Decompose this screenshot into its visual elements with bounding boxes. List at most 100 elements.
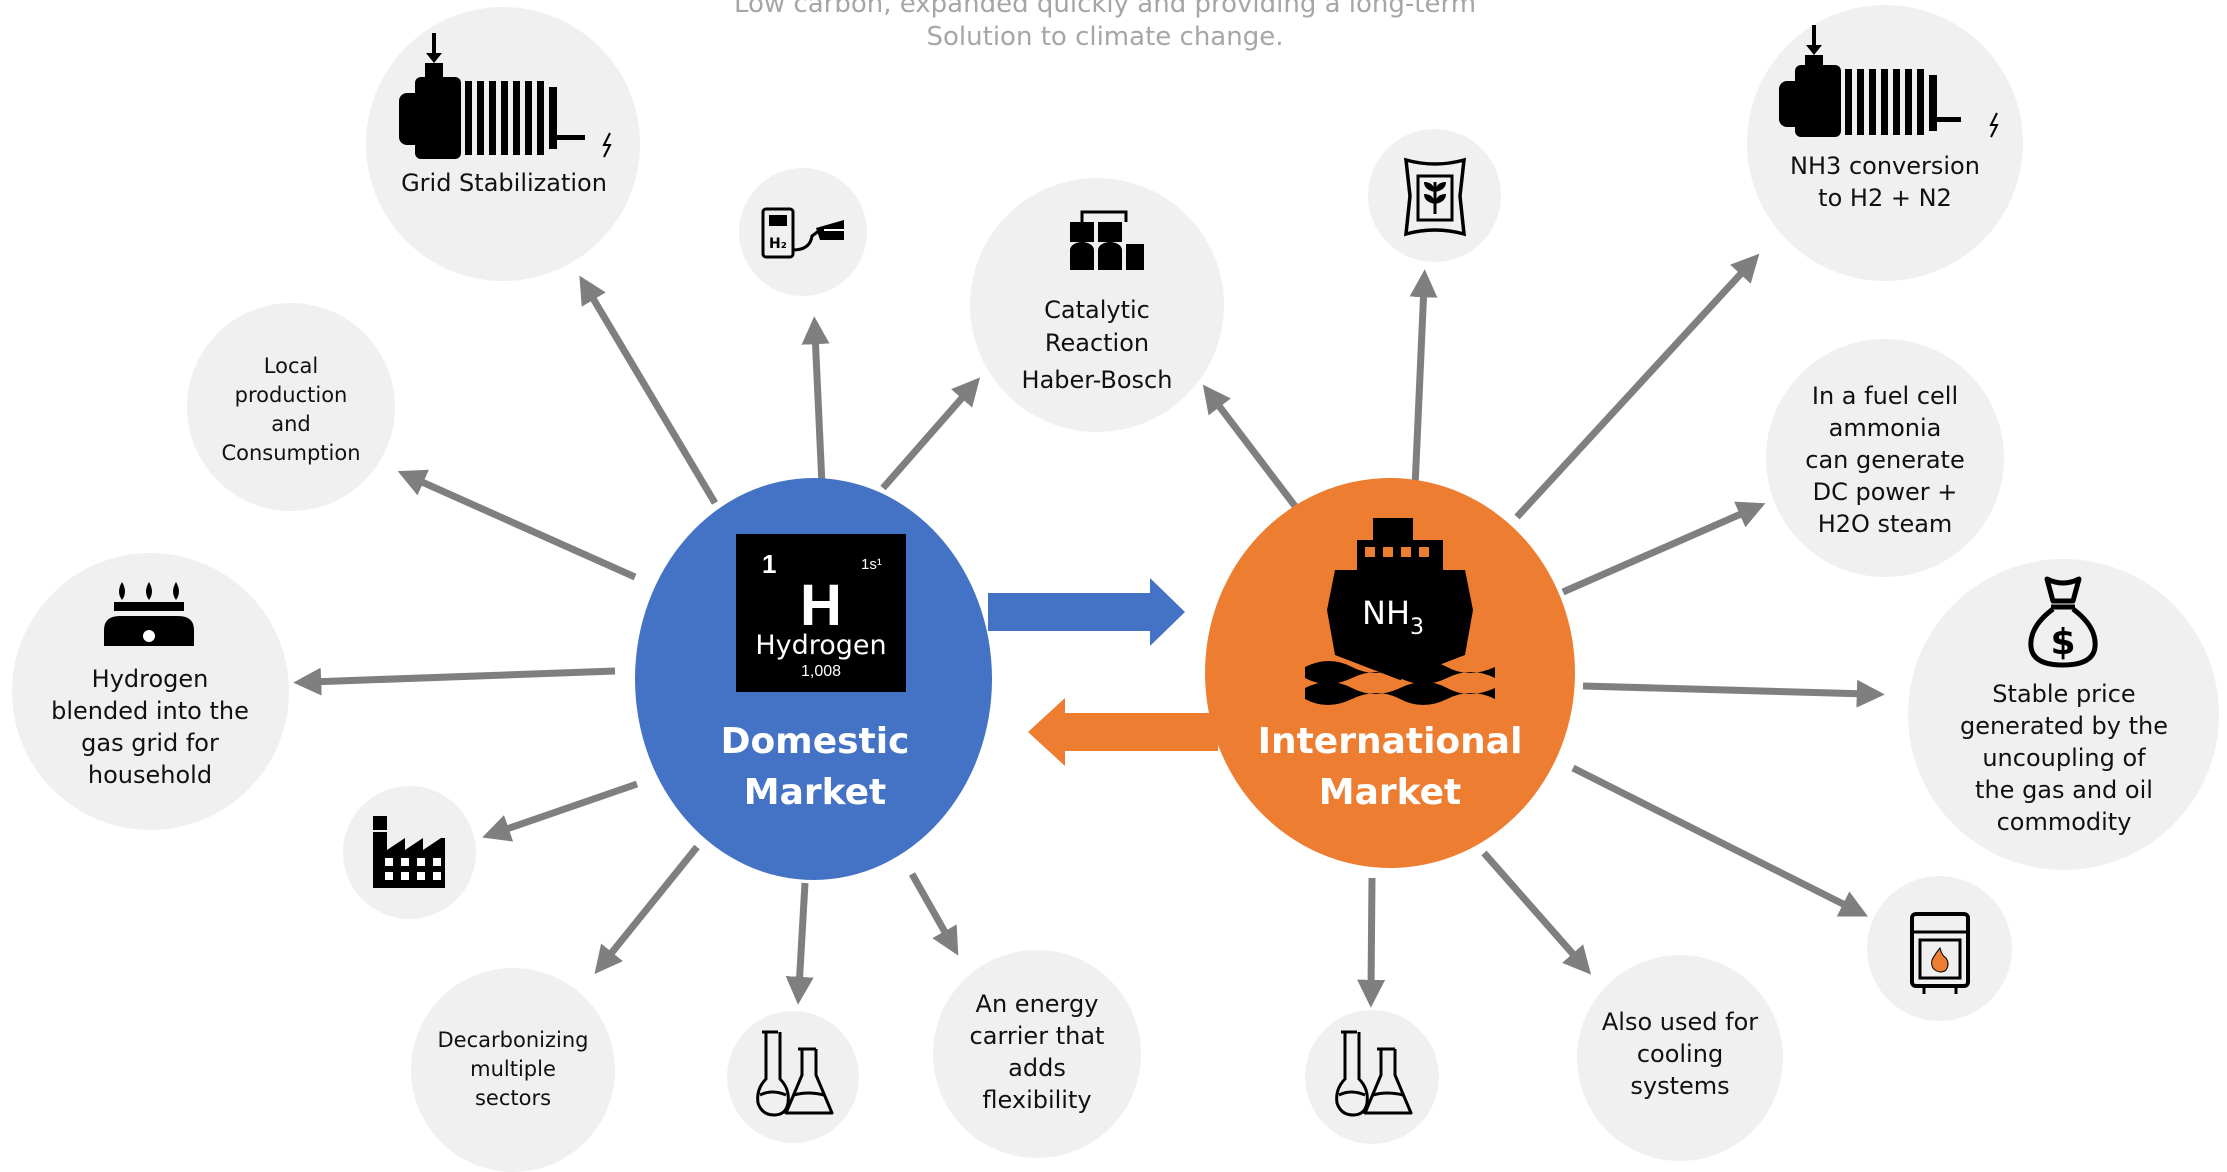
decarbonizing-label: Decarbonizing multiple sectors bbox=[420, 1026, 606, 1113]
hydrogen-blended-label: Hydrogen blended into the gas grid for h… bbox=[22, 663, 278, 791]
circle-energy-carrier bbox=[933, 950, 1141, 1158]
circle-fuel-cell bbox=[1766, 339, 2004, 577]
international-label-line-2: Market bbox=[1318, 772, 1462, 813]
circle-flasks-international bbox=[1305, 1010, 1439, 1144]
fuel-cell-line-3: can generate bbox=[1805, 446, 1965, 474]
circle-flasks-domestic bbox=[727, 1011, 859, 1143]
circle-h2-fuel-station bbox=[739, 168, 867, 296]
ship-formula: NH3 bbox=[1362, 594, 1424, 640]
fuel-cell-line-2: ammonia bbox=[1828, 414, 1942, 442]
arrow-to-catalytic-from-international bbox=[1202, 384, 1301, 513]
stable-price-label: Stable price generated by the uncoupling… bbox=[1918, 678, 2210, 838]
arrow-to-blended bbox=[293, 667, 616, 696]
catalytic-line-1: Catalytic bbox=[1044, 296, 1150, 324]
catalytic-line-2: Reaction bbox=[1044, 329, 1150, 357]
stable-price-line-3: uncoupling of bbox=[1982, 744, 2146, 772]
blended-line-4: household bbox=[87, 761, 213, 789]
blended-line-1: Hydrogen bbox=[91, 665, 209, 693]
international-to-domestic-arrow bbox=[1028, 698, 1218, 766]
arrow-to-flasks-international bbox=[1357, 877, 1386, 1008]
cooling-line-3: systems bbox=[1630, 1072, 1730, 1100]
fuel-cell-line-5: H2O steam bbox=[1817, 510, 1953, 538]
energy-carrier-line-4: flexibility bbox=[982, 1086, 1092, 1114]
international-label-line-1: International bbox=[1257, 721, 1523, 762]
cargo-ship-icon: NH3 bbox=[1305, 518, 1495, 705]
catalytic-reaction-label: Catalytic Reaction Haber-Bosch bbox=[985, 294, 1209, 397]
cooling-line-2: cooling bbox=[1636, 1040, 1724, 1068]
fuel-cell-line-1: In a fuel cell bbox=[1811, 382, 1959, 410]
energy-carrier-label: An energy carrier that adds flexibility bbox=[940, 988, 1134, 1116]
gas-stove-icon bbox=[104, 582, 194, 646]
local-line-3: and bbox=[271, 412, 311, 436]
subtitle-line-2: Solution to climate change. bbox=[926, 22, 1284, 52]
svg-text:$: $ bbox=[2050, 622, 2075, 663]
nh3-conversion-line-2: to H2 + N2 bbox=[1818, 184, 1952, 212]
domestic-to-international-arrow bbox=[988, 578, 1185, 646]
domestic-label-line-2: Market bbox=[743, 772, 887, 813]
arrow-to-grid bbox=[579, 275, 719, 505]
arrow-to-cooling bbox=[1481, 850, 1592, 975]
energy-carrier-line-1: An energy bbox=[975, 990, 1099, 1018]
circle-catalytic bbox=[970, 178, 1224, 432]
arrow-to-fertilizer bbox=[1409, 269, 1438, 488]
arrow-to-heater bbox=[1571, 764, 1869, 917]
cooling-label: Also used for cooling systems bbox=[1584, 1006, 1776, 1102]
arrow-to-energy-carrier bbox=[908, 872, 959, 956]
element-name: Hydrogen bbox=[755, 630, 887, 661]
stable-price-line-2: generated by the bbox=[1959, 712, 2169, 740]
factory-icon bbox=[373, 816, 445, 888]
arrow-to-flasks-domestic bbox=[785, 882, 814, 1005]
cooling-line-1: Also used for bbox=[1601, 1008, 1759, 1036]
element-symbol: H bbox=[800, 573, 842, 638]
arrow-to-catalytic-from-domestic bbox=[880, 377, 981, 491]
hydrogen-element-tile: 1 1s¹ H Hydrogen 1,008 bbox=[736, 534, 906, 692]
grid-stabilization-text: Grid Stabilization bbox=[401, 169, 607, 197]
nh3-conversion-line-1: NH3 conversion bbox=[1790, 152, 1980, 180]
arrow-to-factory bbox=[482, 780, 639, 842]
local-line-1: Local bbox=[263, 354, 319, 378]
generator-icon-international bbox=[1779, 25, 1999, 138]
energy-carrier-line-2: carrier that bbox=[969, 1022, 1105, 1050]
arrow-to-decarbonizing bbox=[594, 844, 700, 975]
grid-stabilization-label: Grid Stabilization bbox=[376, 168, 632, 198]
circle-local bbox=[187, 303, 395, 511]
circle-blended bbox=[12, 553, 289, 830]
decarbonizing-line-1: Decarbonizing bbox=[437, 1028, 589, 1052]
stable-price-line-4: the gas and oil bbox=[1975, 776, 2153, 804]
element-mass: 1,008 bbox=[800, 663, 842, 680]
circle-stable-price bbox=[1908, 559, 2219, 870]
circle-decarbonizing bbox=[411, 968, 615, 1172]
lab-flasks-icon bbox=[756, 1030, 834, 1117]
international-market-label: International Market bbox=[1230, 716, 1550, 818]
element-configuration: 1s¹ bbox=[861, 556, 882, 573]
arrow-to-stable-price bbox=[1582, 679, 1885, 708]
element-number: 1 bbox=[762, 549, 777, 579]
circle-cooling bbox=[1577, 955, 1783, 1161]
local-line-4: Consumption bbox=[221, 441, 361, 465]
arrow-to-local bbox=[397, 469, 637, 581]
stable-price-line-5: commodity bbox=[1996, 808, 2132, 836]
circle-nh3-conversion bbox=[1747, 5, 2023, 281]
generator-icon bbox=[399, 33, 612, 159]
fuel-cell-line-4: DC power + bbox=[1812, 478, 1958, 506]
domestic-market-label: Domestic Market bbox=[665, 716, 965, 818]
local-production-label: Local production and Consumption bbox=[196, 352, 386, 468]
water-heater-icon bbox=[1910, 912, 1970, 994]
arrow-to-fuel-cell bbox=[1561, 501, 1766, 596]
blended-line-2: blended into the bbox=[51, 697, 249, 725]
stable-price-line-1: Stable price bbox=[1992, 680, 2136, 708]
subtitle: Low carbon, expanded quickly and providi… bbox=[600, 0, 1610, 54]
arrow-to-nh3-conversion bbox=[1514, 253, 1760, 520]
catalytic-line-3: Haber-Bosch bbox=[1021, 366, 1173, 394]
subtitle-line-1: Low carbon, expanded quickly and providi… bbox=[733, 0, 1477, 19]
energy-carrier-line-3: adds bbox=[1008, 1054, 1066, 1082]
fertilizer-bag-icon bbox=[1403, 157, 1467, 237]
arrow-to-fuel-station bbox=[801, 316, 830, 486]
gas-cylinders-icon bbox=[1070, 210, 1144, 270]
local-line-2: production bbox=[234, 383, 348, 407]
decarbonizing-line-2: multiple bbox=[470, 1057, 556, 1081]
decarbonizing-line-3: sectors bbox=[474, 1086, 552, 1110]
